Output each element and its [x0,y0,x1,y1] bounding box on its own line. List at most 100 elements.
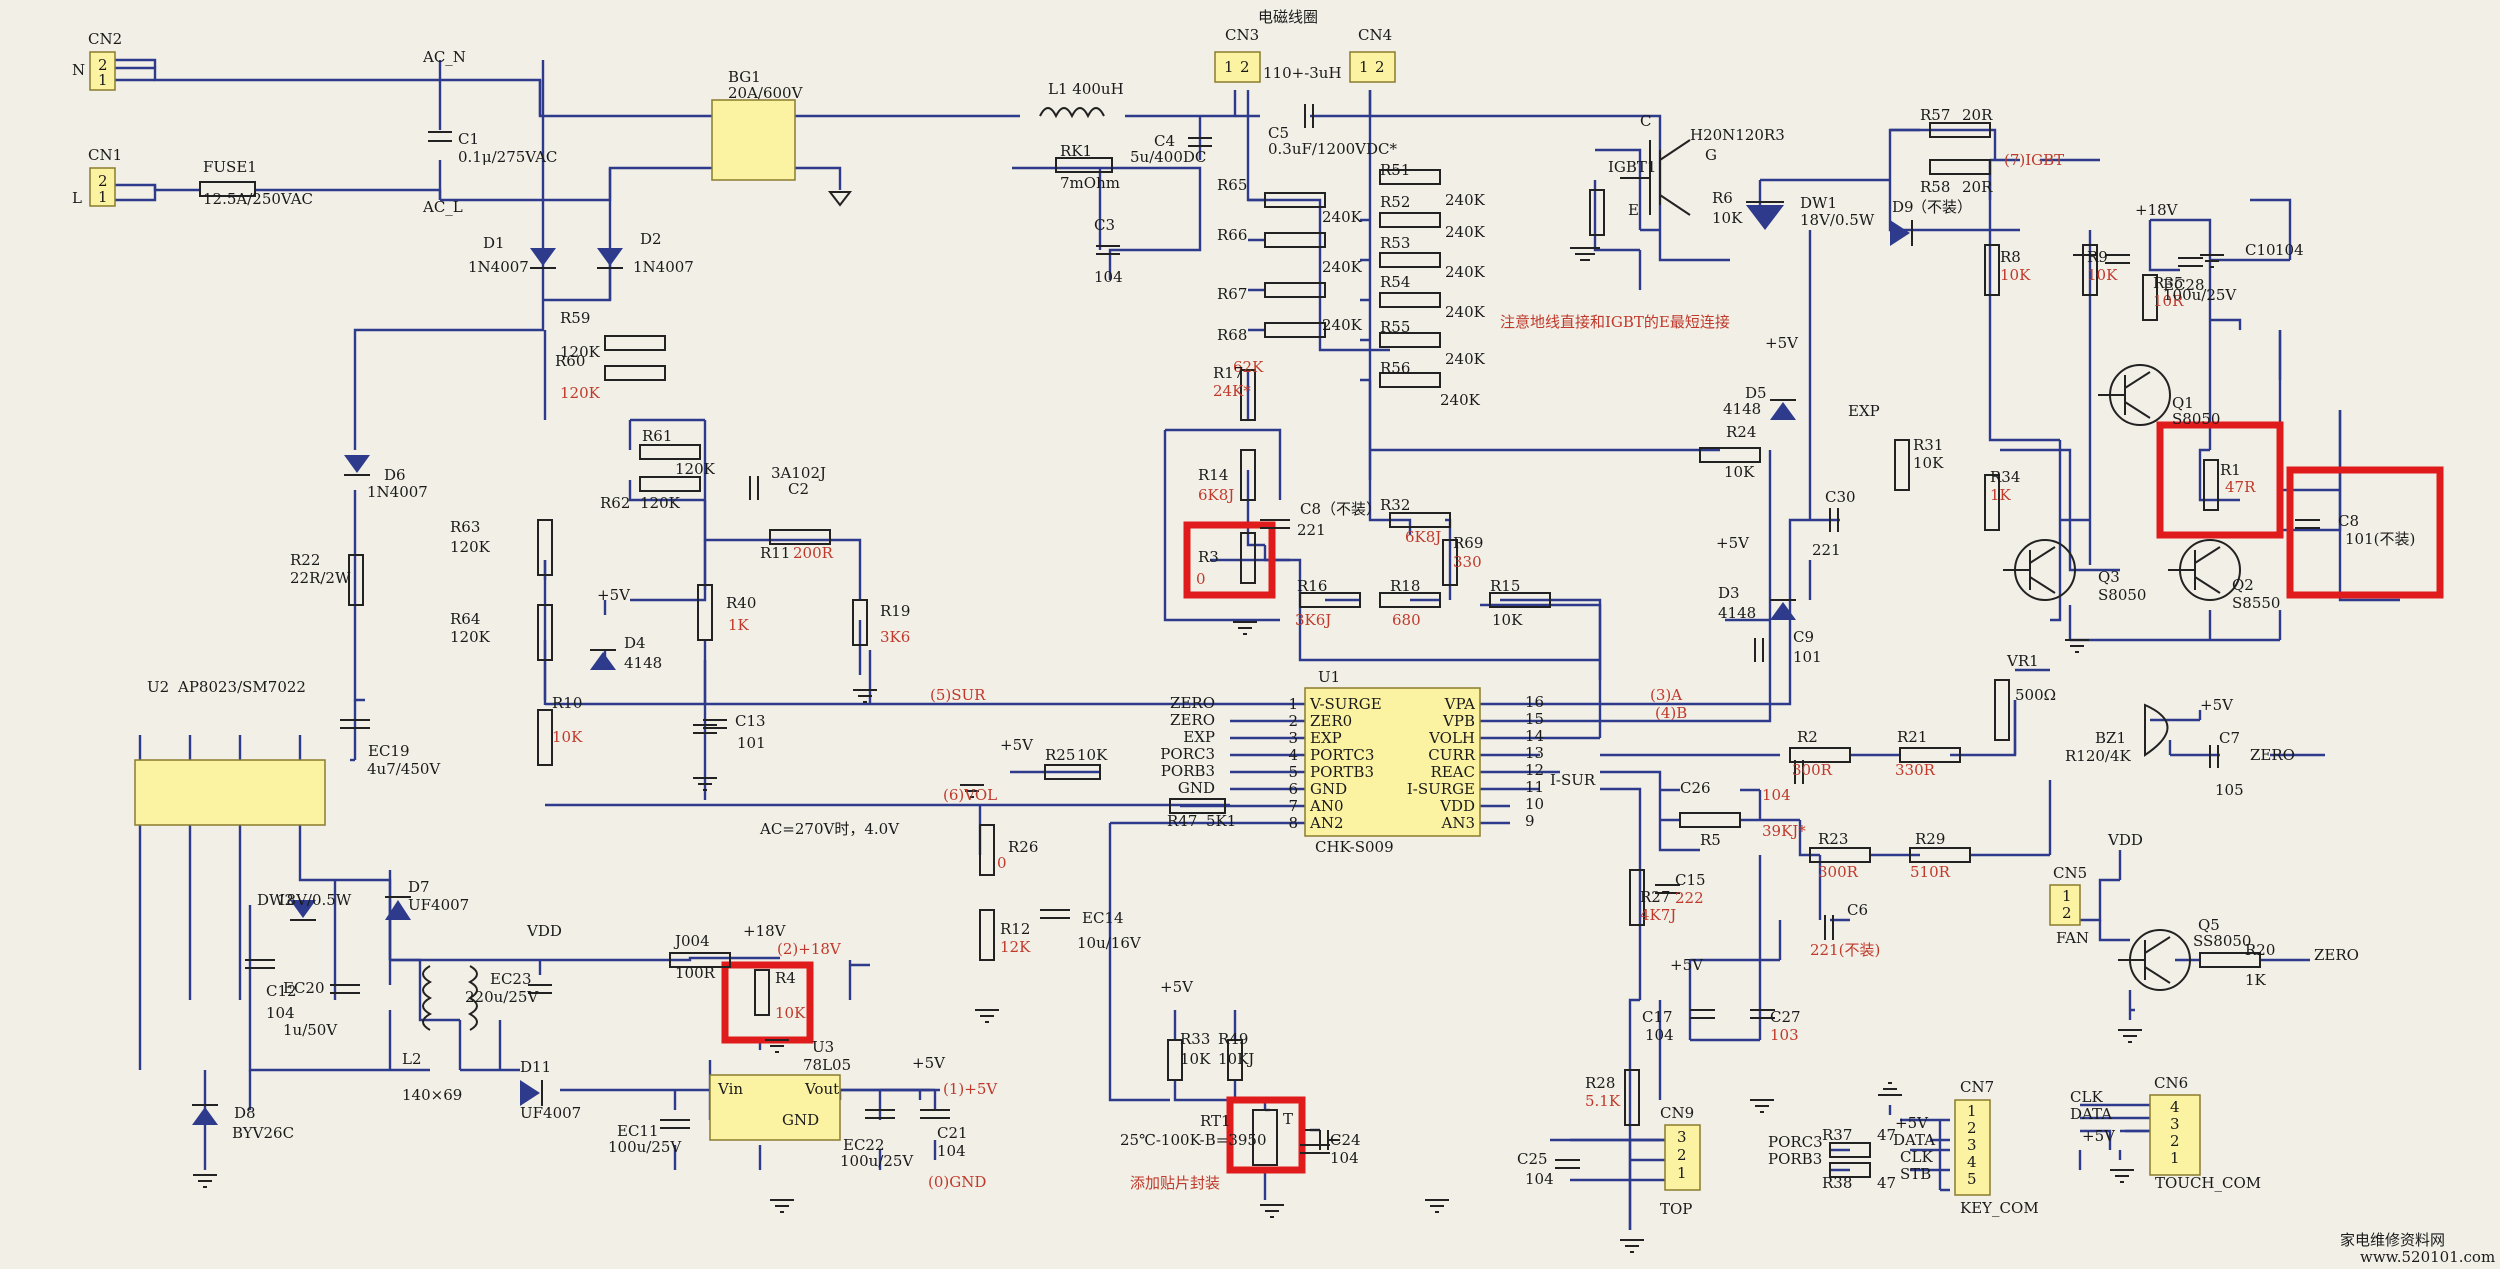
label-c8bv: 101(不装) [2345,530,2415,548]
label-r1v: 47R [2225,478,2256,496]
label-r34v: 1K [1990,486,2012,504]
label-c24: C24 [1330,1131,1361,1149]
connector-cn9 [1664,1124,1701,1191]
chip-pin-name: PORTC3 [1310,746,1374,764]
label-c8b: C8 [2338,512,2359,530]
label-r18v: 680 [1392,611,1421,629]
label-u3: U3 [812,1038,834,1056]
label-d8v: BYV26C [232,1124,294,1142]
label-j004: J004 [673,932,710,950]
label-d2v: 1N4007 [633,258,694,276]
label-igbtv: H20N120R3 [1690,126,1785,144]
connector-name: TOUCH_COM [2155,1174,2261,1192]
label-r16: R16 [1297,577,1327,595]
label-r15v: 10K [1492,611,1523,629]
label-r14: R14 [1198,466,1228,484]
label-r64: R64 [450,610,480,628]
label-d11: D11 [520,1058,551,1076]
label-r29v: 510R [1910,863,1951,881]
label-rk1v: 7mOhm [1060,174,1120,192]
label-j004v: 100R [675,964,716,982]
connector-signal: STB [1900,1165,1931,1183]
label-r40: R40 [726,594,756,612]
label-e: E [1628,201,1639,219]
label-c21v: 104 [937,1142,966,1160]
label-c27v: 103 [1770,1026,1799,1044]
components [89,51,2444,1253]
label-u3v: 78L05 [803,1056,851,1074]
label-r66v: 240K [1322,258,1363,276]
label-ac_n: AC_N [422,48,466,66]
label-c30: C30 [1825,488,1856,506]
label-c4: C4 [1154,132,1175,150]
label-r51v: 240K [1445,191,1486,209]
label-q5: Q5 [2198,916,2220,934]
chip-pin-number: 8 [1288,814,1298,832]
label-r19v: 3K6 [880,628,910,646]
label-r31: R31 [1913,436,1943,454]
label-c4v: 5u/400DC [1130,148,1206,166]
label-d4: D4 [624,634,646,652]
label-ec22: EC22 [843,1136,885,1154]
label-vdd1: VDD [526,922,562,940]
label-r11v: 200R [793,544,834,562]
label-r61: R61 [642,427,672,445]
chip-pin-number: 4 [1288,746,1298,764]
transistor-symbols [2003,364,2241,991]
label-r52v: 240K [1445,223,1486,241]
label-p5g: +5V [1716,534,1750,552]
chip-pin-name: PORTB3 [1310,763,1374,781]
label-fuse_v: 12.5A/250VAC [203,190,313,208]
chip-pin-name: VOLH [1428,729,1475,747]
label-q3: Q3 [2098,568,2120,586]
label-r68: R68 [1217,326,1247,344]
label-r65v: 240K [1322,208,1363,226]
chip-pin-name: VDD [1439,797,1475,815]
label-r40v: 1K [728,616,750,634]
label-d5: D5 [1745,384,1767,402]
label-c2n: C2 [788,480,809,498]
label-exp: EXP [1848,402,1880,420]
chip-pin-net: GND [1178,779,1215,797]
label-ec11: EC11 [617,1122,659,1140]
label-p5c: (1)+5V [943,1080,998,1098]
label-r54: R54 [1380,273,1410,291]
connector-ref: CN9 [1660,1104,1694,1122]
label-r21: R21 [1897,728,1927,746]
label-c7v: 105 [2215,781,2244,799]
label-r47v: 5K1 [1206,812,1236,830]
label-r24: R24 [1726,423,1756,441]
chip-pin-name: V-SURGE [1309,695,1382,713]
smd-note: 添加贴片封装 [1130,1174,1220,1192]
label-r67v: 240K [1322,316,1363,334]
label-r35v: 10R [2153,292,2184,310]
chip-pin-name: I-SURGE [1407,780,1475,798]
label-r4: R4 [775,969,796,987]
label-c3v: 104 [1094,268,1123,286]
label-r20: R20 [2245,941,2275,959]
label-bg1: BG1 [728,68,761,86]
label-ec28: EC28 [2163,276,2205,294]
label-r31v: 10K [1913,454,1944,472]
label-r2v: 300R [1792,761,1833,779]
connector-pin: 1 [98,188,108,206]
label-r56: R56 [1380,359,1410,377]
label-r33: R33 [1180,1030,1210,1048]
connector-pin: 2 [1375,58,1385,76]
connector-pin: 1 [1677,1164,1687,1182]
label-r12v: 12K [1000,938,1031,956]
chip-pin-name: AN3 [1440,814,1475,832]
label-p5i: +5V [2200,696,2234,714]
label-c10v: 104 [2275,241,2304,259]
connector-pin: 4 [2170,1098,2180,1116]
connector-pin: 2 [1967,1119,1977,1137]
connector-pin: 1 [1967,1102,1977,1120]
connector-pin: 3 [1677,1128,1687,1146]
highlight-r4 [721,961,814,1044]
chip-pin-net: ZERO [1170,694,1215,712]
chip-pin-number: 10 [1525,795,1544,813]
label-r6: R6 [1712,189,1733,207]
chip-pin-name: AN2 [1309,814,1344,832]
label-r67: R67 [1217,285,1247,303]
label-r14v: 6K8J [1198,486,1234,504]
